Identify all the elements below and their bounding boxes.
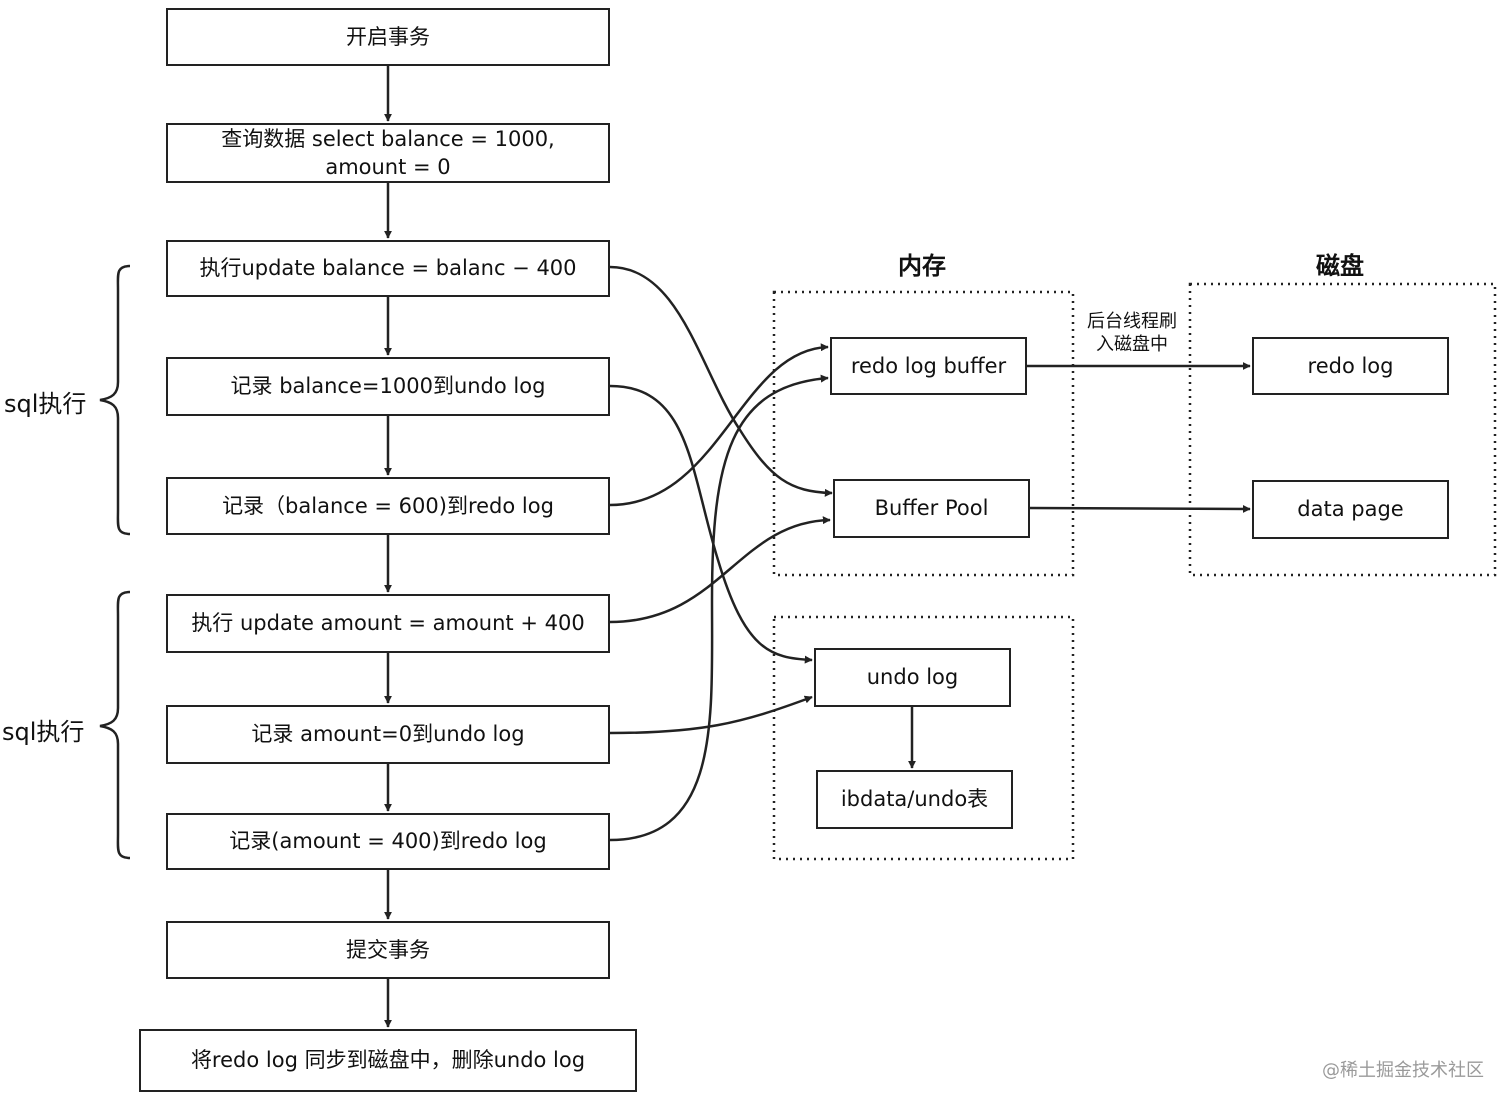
record-redo-balance-box: 记录（balance = 600)到redo log <box>166 477 610 535</box>
brace-sql-1 <box>99 264 131 536</box>
record-undo-amount-label: 记录 amount=0到undo log <box>251 722 525 747</box>
start-transaction-box: 开启事务 <box>166 8 610 66</box>
disk-redo-log-box: redo log <box>1252 337 1449 395</box>
commit-transaction-label: 提交事务 <box>346 937 430 962</box>
record-redo-amount-label: 记录(amount = 400)到redo log <box>229 829 547 854</box>
buffer-pool-label: Buffer Pool <box>874 496 989 521</box>
undo-log-box: undo log <box>814 648 1011 707</box>
query-data-label: 查询数据 select balance = 1000, amount = 0 <box>221 126 555 179</box>
ibdata-undo-table-label: ibdata/undo表 <box>840 787 989 812</box>
sync-redo-delete-undo-box: 将redo log 同步到磁盘中，删除undo log <box>139 1029 637 1092</box>
memory-zone-upper <box>772 290 1075 577</box>
sql-execution-label-2: sql执行 <box>2 718 85 746</box>
query-data-box: 查询数据 select balance = 1000, amount = 0 <box>166 123 610 183</box>
arrow-redo1-to-redo-buffer <box>609 343 829 507</box>
sync-redo-delete-undo-label: 将redo log 同步到磁盘中，删除undo log <box>190 1048 586 1073</box>
record-undo-balance-box: 记录 balance=1000到undo log <box>166 357 610 416</box>
memory-zone-lower <box>772 615 1075 861</box>
arrow-exec2-to-buffer-pool <box>609 516 831 624</box>
ibdata-undo-table-box: ibdata/undo表 <box>816 770 1013 829</box>
arrow-redo2-to-redo-buffer <box>609 374 829 842</box>
execute-update-amount-box: 执行 update amount = amount + 400 <box>166 594 610 653</box>
brace-sql-2 <box>99 590 131 860</box>
record-undo-amount-box: 记录 amount=0到undo log <box>166 705 610 764</box>
record-redo-balance-label: 记录（balance = 600)到redo log <box>222 493 554 518</box>
arrow-undo2-to-undo-log <box>609 695 813 735</box>
disk-redo-log-label: redo log <box>1307 353 1394 378</box>
arrow-buffer-pool-to-data-page <box>1029 504 1251 513</box>
watermark: @稀土掘金技术社区 <box>1322 1060 1484 1081</box>
buffer-pool-box: Buffer Pool <box>833 479 1030 538</box>
sql-execution-label-1: sql执行 <box>4 390 87 418</box>
memory-title: 内存 <box>898 252 946 280</box>
background-flush-note: 后台线程刷 入磁盘中 <box>1078 311 1186 356</box>
execute-update-balance-box: 执行update balance = balanc − 400 <box>166 240 610 297</box>
data-page-label: data page <box>1297 497 1404 522</box>
record-redo-amount-box: 记录(amount = 400)到redo log <box>166 813 610 870</box>
commit-transaction-box: 提交事务 <box>166 921 610 979</box>
redo-log-buffer-box: redo log buffer <box>830 337 1027 395</box>
execute-update-amount-label: 执行 update amount = amount + 400 <box>191 611 585 636</box>
redo-log-buffer-label: redo log buffer <box>850 353 1007 378</box>
arrow-exec1-to-buffer-pool <box>609 265 833 497</box>
data-page-box: data page <box>1252 480 1449 539</box>
start-transaction-label: 开启事务 <box>346 24 430 49</box>
record-undo-balance-label: 记录 balance=1000到undo log <box>230 374 546 399</box>
undo-log-label: undo log <box>866 665 959 690</box>
disk-title: 磁盘 <box>1316 252 1364 280</box>
execute-update-balance-label: 执行update balance = balanc − 400 <box>199 256 577 281</box>
